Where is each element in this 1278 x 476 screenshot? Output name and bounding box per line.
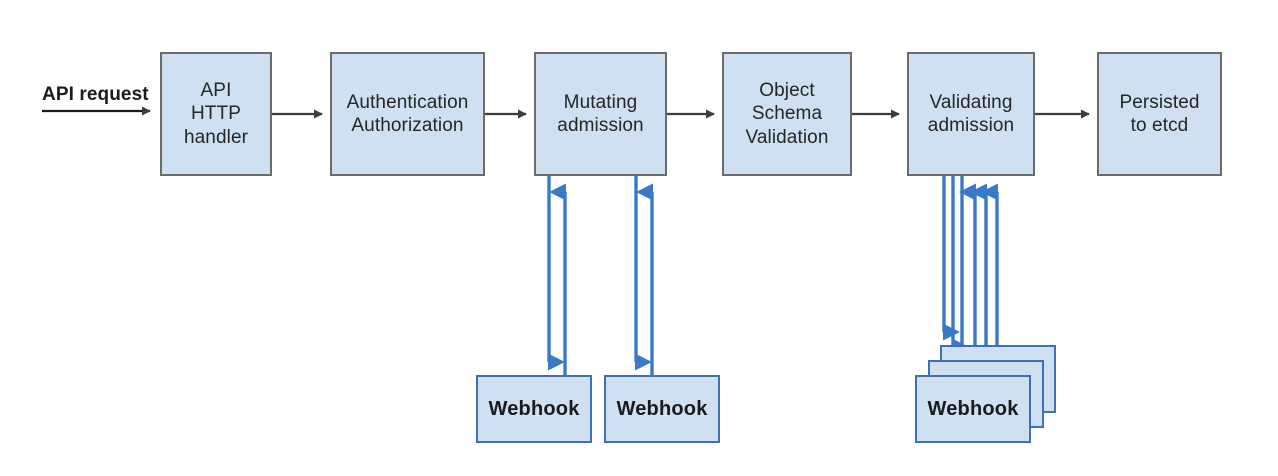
webhook-mutating-2[interactable]: Webhook xyxy=(604,375,720,443)
webhook-validating-front[interactable]: Webhook xyxy=(915,375,1031,443)
node-api-http-handler[interactable]: API HTTP handler xyxy=(160,52,272,176)
node-object-schema-validation-label: Object Schema Validation xyxy=(745,80,829,148)
api-request-label: API request xyxy=(42,84,149,105)
node-validating-admission-label: Validating admission xyxy=(927,91,1015,136)
node-api-http-handler-label: API HTTP handler xyxy=(183,80,249,148)
node-object-schema-validation[interactable]: Object Schema Validation xyxy=(722,52,852,176)
node-authentication-authorization[interactable]: Authentication Authorization xyxy=(330,52,485,176)
webhook-mutating-2-label: Webhook xyxy=(616,397,708,420)
node-persisted-to-etcd-label: Persisted to etcd xyxy=(1119,91,1200,136)
mutating-webhook-2-connectors xyxy=(634,176,654,378)
mutating-webhook-1-connectors xyxy=(547,176,567,378)
webhook-mutating-1-label: Webhook xyxy=(488,397,580,420)
webhook-mutating-1[interactable]: Webhook xyxy=(476,375,592,443)
node-persisted-to-etcd[interactable]: Persisted to etcd xyxy=(1097,52,1222,176)
node-mutating-admission-label: Mutating admission xyxy=(557,91,644,136)
node-mutating-admission[interactable]: Mutating admission xyxy=(534,52,667,176)
webhook-validating-front-label: Webhook xyxy=(927,397,1019,420)
node-validating-admission[interactable]: Validating admission xyxy=(907,52,1035,176)
validating-webhook-down-connectors xyxy=(942,176,978,371)
node-authentication-authorization-label: Authentication Authorization xyxy=(346,91,469,136)
